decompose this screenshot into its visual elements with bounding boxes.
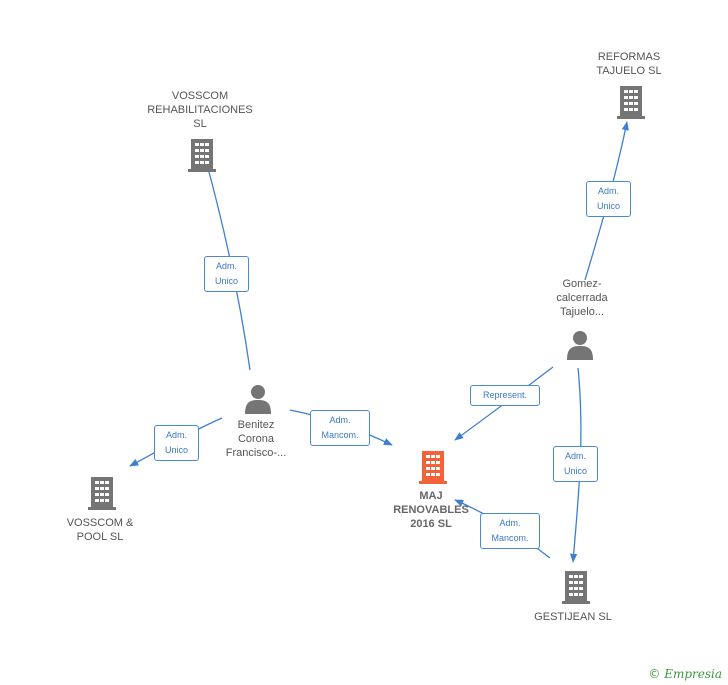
node-label-reformas[interactable]: REFORMAS TAJUELO SL [596, 51, 662, 77]
edge-label-gomez-gestijean: Adm. Unico [553, 446, 598, 482]
node-label-benitez[interactable]: Benitez Corona Francisco-... [225, 419, 287, 459]
gomez-person-icon[interactable] [567, 331, 593, 360]
edge-label-benitez-maj: Adm. Mancom. [310, 410, 370, 446]
vosscom-pool-building-icon[interactable] [88, 477, 116, 510]
edge-label-benitez-vosscom-pool: Adm. Unico [154, 425, 199, 461]
benitez-person-icon[interactable] [245, 385, 271, 414]
edge-label-gestijean-maj: Adm. Mancom. [480, 513, 540, 549]
edge-label-gomez-maj: Represent. [470, 385, 540, 406]
brand-name: Empresia [664, 667, 722, 681]
node-label-vosscom-pool[interactable]: VOSSCOM & POOL SL [66, 517, 134, 543]
edge-label-benitez-vosscom-rehab: Adm. Unico [204, 256, 249, 292]
empresia-logo: © Empresia [648, 667, 722, 681]
node-label-gestijean[interactable]: GESTIJEAN SL [534, 611, 612, 623]
node-label-gomez[interactable]: Gomez- calcerrada Tajuelo... [556, 278, 608, 318]
edge-label-gomez-reformas: Adm. Unico [586, 181, 631, 217]
node-label-maj[interactable]: MAJ RENOVABLES 2016 SL [393, 490, 469, 530]
node-label-vosscom-rehab[interactable]: VOSSCOM REHABILITACIONES SL [147, 90, 253, 130]
maj-building-icon[interactable] [419, 451, 447, 484]
vosscom-rehab-building-icon[interactable] [188, 139, 216, 172]
gestijean-building-icon[interactable] [562, 571, 590, 604]
copyright-icon: © [648, 667, 661, 681]
reformas-building-icon[interactable] [617, 86, 645, 119]
